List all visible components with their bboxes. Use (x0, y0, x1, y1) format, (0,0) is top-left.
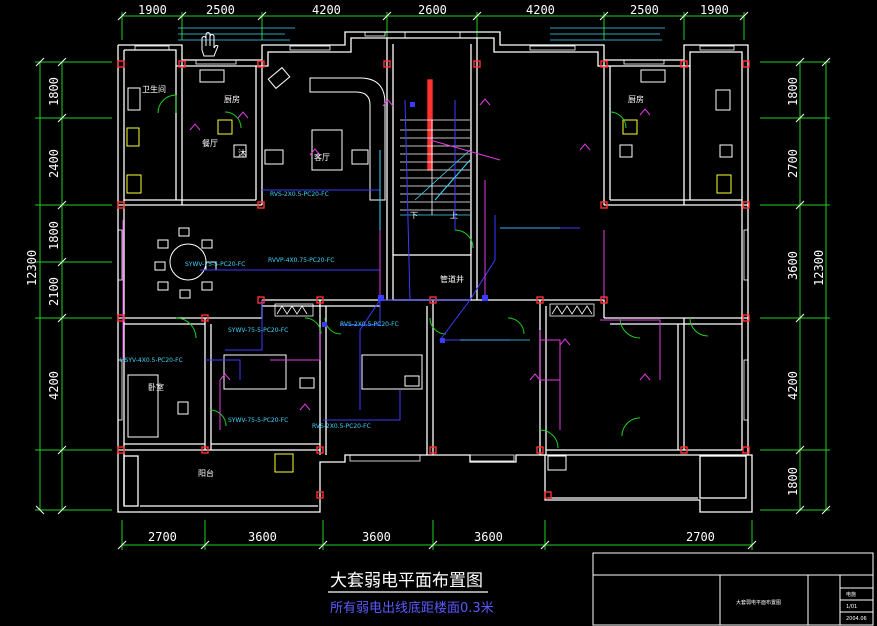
dim-right-total: 12300 (812, 250, 826, 286)
dining-table (154, 227, 217, 299)
cable-label-6: HSYV-4X0.5-PC20-FC (120, 357, 183, 364)
room-bath: 沐 (238, 148, 246, 158)
windows (117, 31, 749, 462)
dim-left-total: 12300 (25, 250, 39, 286)
dim-left-1: 1800 (47, 77, 61, 106)
cable-label-8: RVS-2X0.5-PC20-FC (312, 423, 371, 430)
white-fixtures (127, 69, 733, 471)
room-living: 客厅 (314, 152, 330, 162)
doors (157, 94, 709, 449)
cable-label-1: RVS-2X0.5-PC20-FC (270, 191, 329, 198)
dim-top-3: 4200 (312, 3, 341, 17)
cable-label-5: RVS-2X0.5-PC20-FC (340, 321, 399, 328)
dim-top-7: 1900 (700, 3, 729, 17)
dim-right-2: 2700 (786, 149, 800, 178)
dim-left-3: 1800 (47, 221, 61, 250)
dim-top-2: 2500 (206, 3, 235, 17)
notes-left (178, 27, 665, 341)
dim-bottom-1: 2700 (148, 530, 177, 544)
hand-cursor-icon (201, 32, 219, 57)
title-block-code2: 1/01 (846, 604, 857, 610)
dim-top-1: 1900 (138, 3, 167, 17)
dim-left-5: 4200 (47, 371, 61, 400)
cable-label-2: RVVP-4X0.75-PC20-FC (268, 257, 334, 264)
cable-label-7: SYWV-75-5-PC20-FC (228, 417, 288, 424)
cable-label-4: SYWV-75-5-PC20-FC (228, 327, 288, 334)
dim-right-3: 3600 (786, 251, 800, 280)
dim-right-5: 1800 (786, 467, 800, 496)
dimension-ticks (35, 11, 831, 550)
dim-top-4: 2600 (418, 3, 447, 17)
dim-top-5: 4200 (526, 3, 555, 17)
room-kitchen-left: 厨房 (224, 94, 240, 104)
outlets (189, 98, 651, 411)
title-block (592, 552, 874, 626)
dim-bottom-2: 3600 (248, 530, 277, 544)
room-kitchen-right: 厨房 (628, 94, 644, 104)
dimension-lines (35, 12, 830, 550)
dim-bottom-3: 3600 (362, 530, 391, 544)
living-furniture (264, 66, 386, 201)
title-block-code3: 2004.06 (846, 616, 867, 622)
room-toilet-left: 卫生间 (142, 84, 166, 94)
wiring (122, 99, 661, 430)
staircase (400, 119, 471, 216)
dim-top-6: 2500 (630, 3, 659, 17)
dim-bottom-5: 2700 (686, 530, 715, 544)
room-dining: 餐厅 (202, 139, 218, 148)
plumbing-fixtures (126, 119, 732, 473)
dim-bottom-4: 3600 (474, 530, 503, 544)
dim-left-4: 2100 (47, 277, 61, 306)
beds (127, 354, 423, 438)
drawing-title: 大套弱电平面布置图 (330, 571, 483, 591)
cable-label-3: SYWV-75-5-PC20-FC (185, 261, 245, 268)
room-bedroom: 卧室 (148, 382, 164, 392)
shaft-label: 管道井 (440, 274, 464, 284)
title-block-code1: 电施 (846, 591, 856, 598)
dim-left-2: 2400 (47, 149, 61, 178)
junction-boxes (322, 102, 488, 343)
stair-down-label: 下 (410, 211, 418, 220)
room-balcony: 阳台 (198, 468, 214, 478)
drawing-subtitle: 所有弱电出线底距楼面0.3米 (330, 600, 494, 616)
dim-right-4: 4200 (786, 371, 800, 400)
stair-up-label: 上 (450, 211, 458, 220)
wardrobes (274, 303, 595, 317)
dim-right-1: 1800 (786, 77, 800, 106)
title-block-name: 大套弱电平面布置图 (736, 599, 781, 606)
